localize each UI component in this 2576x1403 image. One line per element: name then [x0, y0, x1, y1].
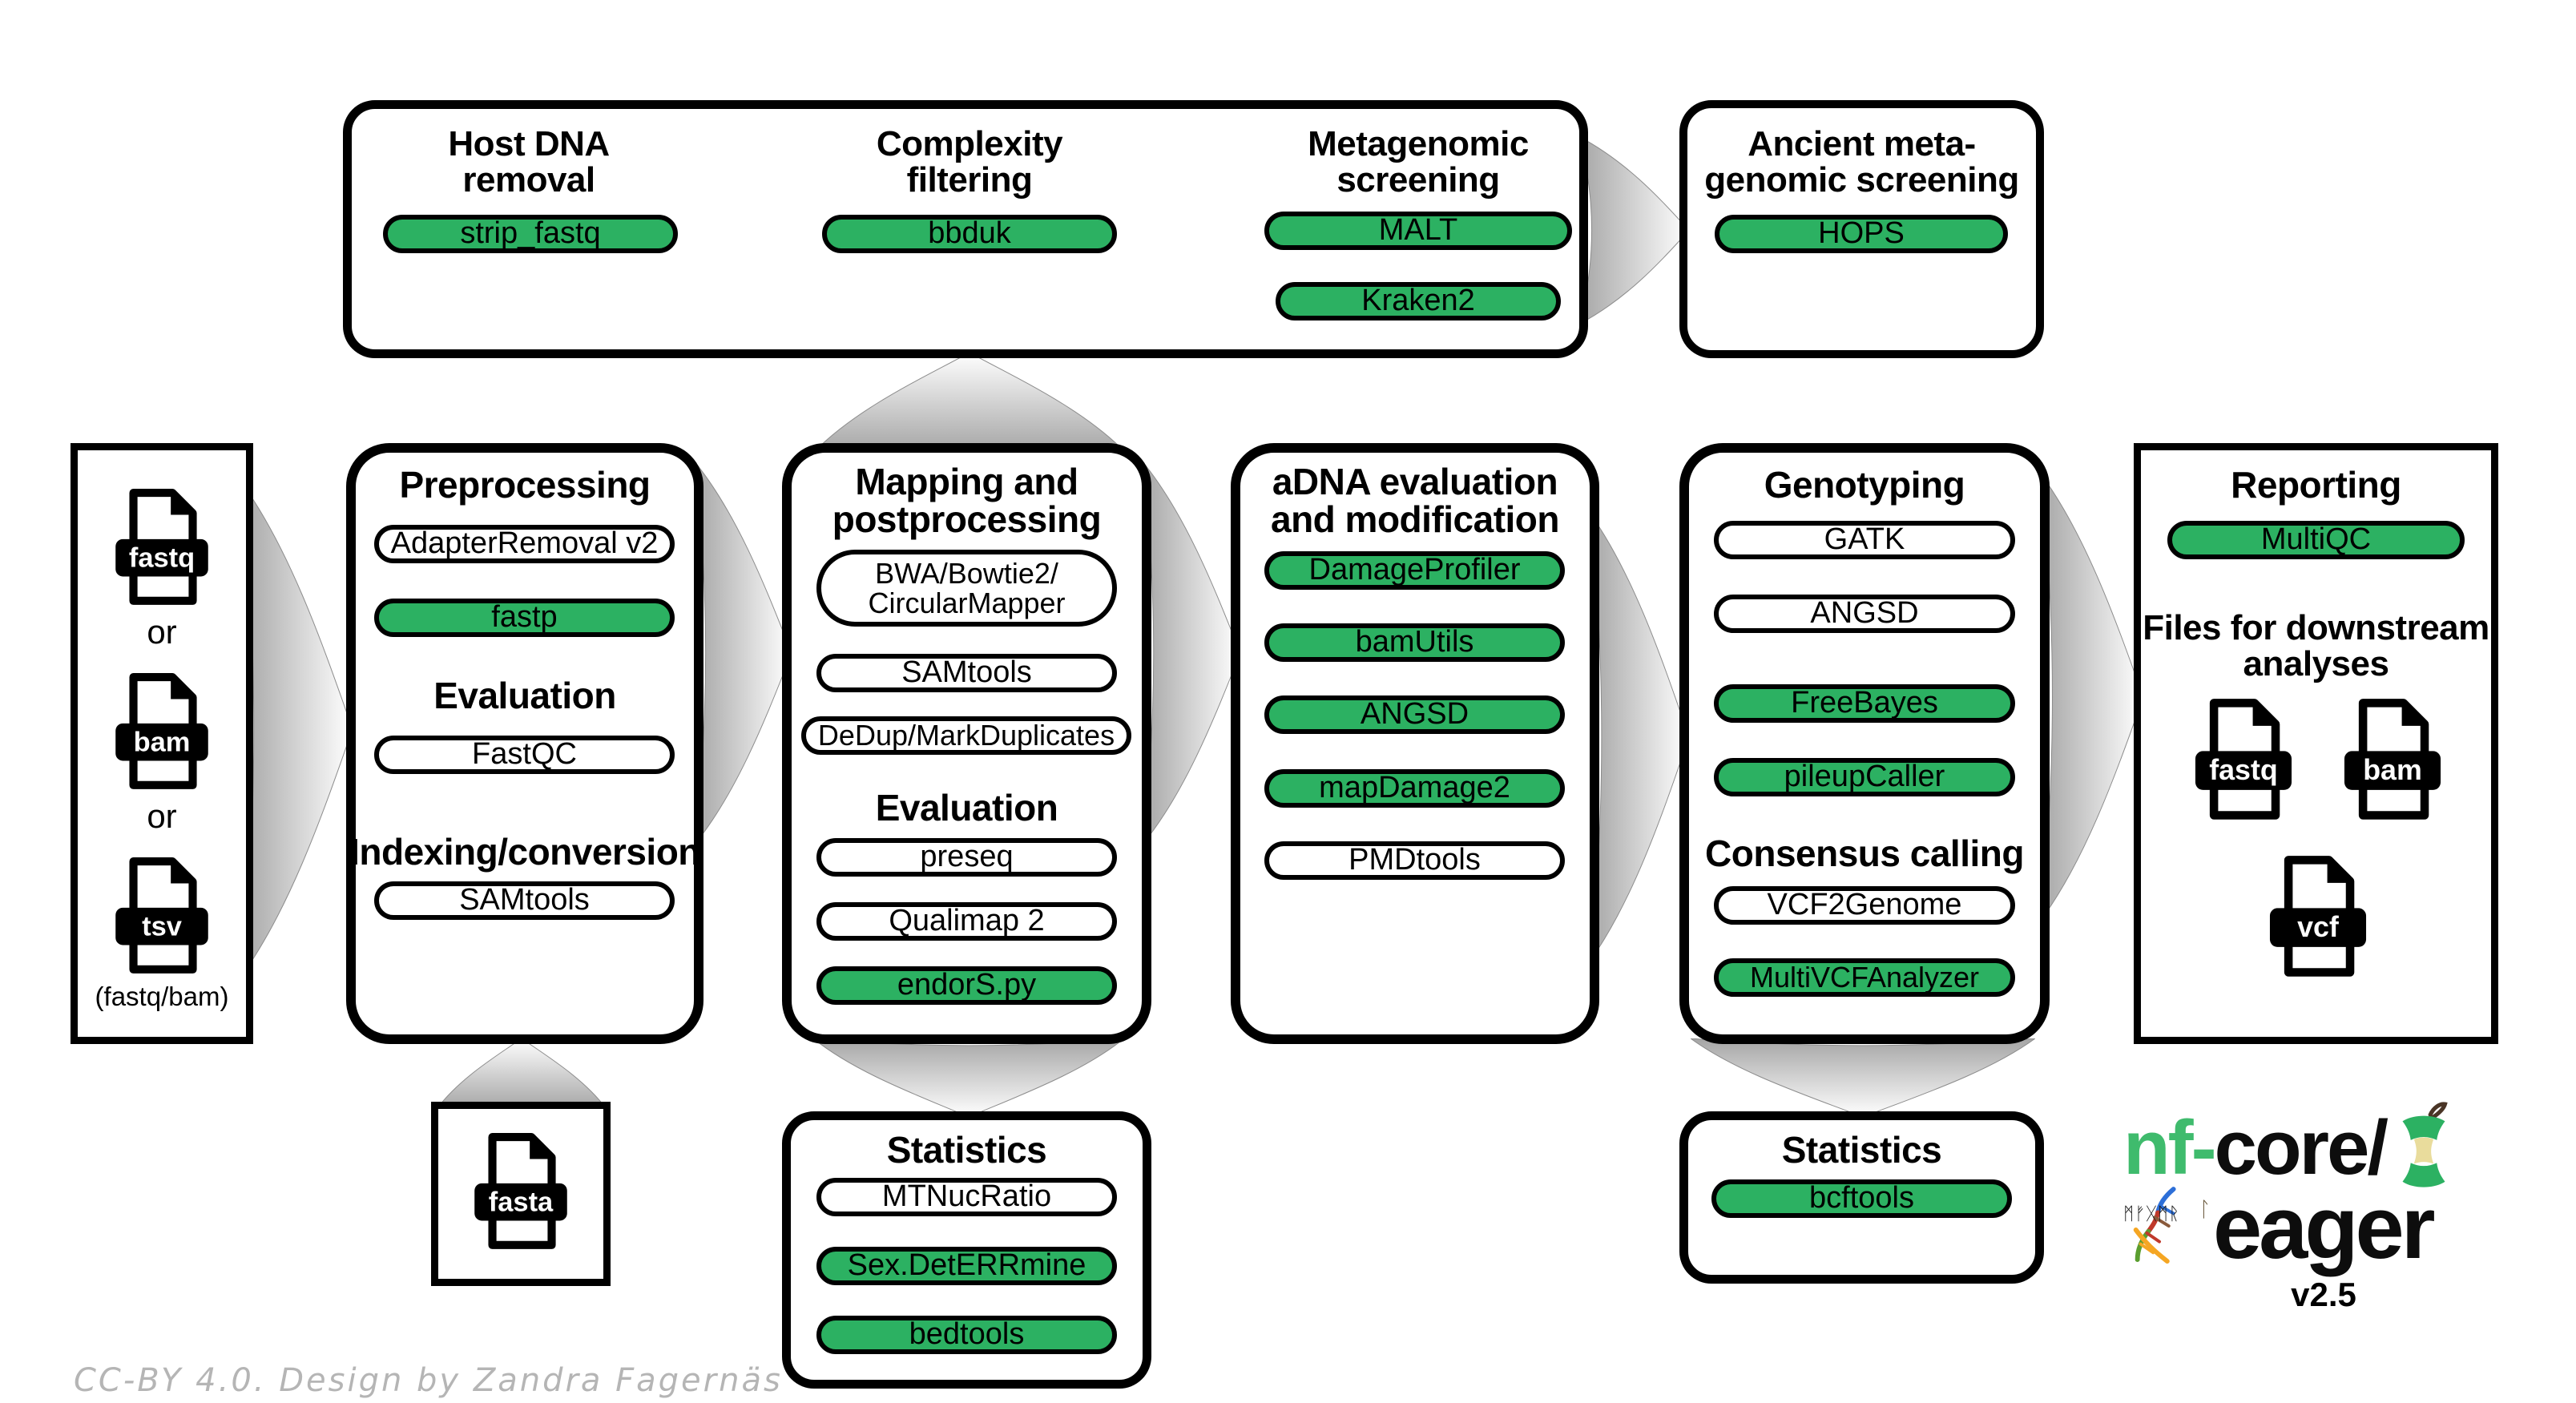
arrow-genotyping-to-reporting	[2040, 473, 2143, 921]
arrow-adna-to-genotyping	[1590, 513, 1689, 962]
metagenomic-screening-title: Metagenomic screening	[1308, 124, 1529, 200]
logo-eager-text: eager	[2213, 1179, 2436, 1277]
indexing-conversion-title: Indexing/conversion	[349, 831, 700, 873]
adna-box	[1231, 443, 1599, 1044]
statistics-mapping-title: Statistics	[886, 1129, 1047, 1171]
arrow-mapping-to-statistics	[813, 1038, 1124, 1117]
or-label-1: or	[147, 613, 177, 651]
license-credit-text: CC-BY 4.0. Design by Zandra Fagernäs	[74, 1362, 783, 1399]
arrow-fasta-to-preprocessing	[437, 1038, 607, 1109]
tool-pill-angsd-genotyping: ANGSD	[1714, 595, 2015, 633]
tool-pill-pmdtools: PMDtools	[1264, 841, 1565, 880]
tool-pill-sex-deterrmine: Sex.DetERRmine	[816, 1247, 1117, 1285]
dna-helix-icon	[2133, 1187, 2176, 1264]
apple-core-icon	[2402, 1102, 2448, 1187]
host-dna-removal-title: Host DNA removal	[448, 124, 610, 200]
tsv-file-icon: tsv	[115, 857, 208, 974]
tool-pill-bwa-bowtie2-circularmapper: BWA/Bowtie2/ CircularMapper	[816, 550, 1117, 627]
mapping-title: Mapping and postprocessing	[832, 461, 1102, 540]
adna-title: aDNA evaluation and modification	[1271, 461, 1560, 540]
ancient-screening-title: Ancient meta- genomic screening	[1704, 124, 2019, 200]
tool-pill-preseq: preseq	[816, 838, 1117, 877]
arrow-preprocessing-to-mapping	[694, 461, 792, 845]
tool-pill-bamutils: bamUtils	[1264, 623, 1565, 662]
tool-pill-vcf2genome: VCF2Genome	[1714, 886, 2015, 925]
tool-pill-damageprofiler: DamageProfiler	[1264, 551, 1565, 590]
arrow-mapping-to-screening	[813, 353, 1126, 453]
arrow-genotyping-to-statistics	[1691, 1038, 2035, 1117]
tool-pill-gatk: GATK	[1714, 521, 2015, 559]
fastq-output-file-icon: fastq	[2195, 699, 2292, 820]
tool-pill-mtnucratio: MTNucRatio	[816, 1178, 1117, 1216]
tool-pill-samtools-prep: SAMtools	[374, 881, 675, 920]
svg-text:fasta: fasta	[489, 1187, 554, 1217]
tool-pill-multivcfanalyzer: MultiVCFAnalyzer	[1714, 958, 2015, 997]
logo-rune-l-text: ᛚ	[2199, 1197, 2211, 1221]
tool-pill-bbduk: bbduk	[822, 215, 1117, 253]
arrow-mapping-to-adna	[1142, 461, 1240, 845]
svg-text:bam: bam	[2363, 754, 2422, 786]
tool-pill-strip-fastq: strip_fastq	[383, 215, 678, 253]
bam-output-file-icon: bam	[2344, 699, 2441, 820]
statistics-genotyping-title: Statistics	[1781, 1129, 1942, 1171]
tool-pill-fastp: fastp	[374, 599, 675, 637]
reporting-title: Reporting	[2231, 464, 2401, 506]
bam-file-icon: bam	[115, 673, 208, 789]
tool-pill-mapdamage2: mapDamage2	[1264, 769, 1565, 808]
tool-pill-fastqc: FastQC	[374, 736, 675, 774]
logo-nf-text: nf-	[2123, 1105, 2217, 1191]
svg-text:vcf: vcf	[2297, 911, 2339, 943]
logo-runes-text: ᛗᚠᚷᛗᚱ	[2123, 1203, 2181, 1224]
complexity-filtering-title: Complexity filtering	[876, 124, 1063, 200]
tool-pill-freebayes: FreeBayes	[1714, 684, 2015, 723]
tool-pill-malt: MALT	[1264, 212, 1572, 250]
vcf-output-file-icon: vcf	[2269, 856, 2367, 977]
tsv-caption: (fastq/bam)	[95, 982, 229, 1011]
arrow-metagenomic-to-ancient	[1578, 136, 1689, 325]
or-label-2: or	[147, 797, 177, 835]
tool-pill-multiqc: MultiQC	[2167, 521, 2465, 559]
tool-pill-dedup-markduplicates: DeDup/MarkDuplicates	[801, 716, 1131, 755]
fastq-file-icon: fastq	[115, 489, 208, 605]
tool-pill-endors-py: endorS.py	[816, 966, 1117, 1005]
svg-text:fastq: fastq	[2209, 754, 2278, 786]
svg-text:fastq: fastq	[129, 542, 195, 573]
fasta-file-icon: fasta	[474, 1133, 567, 1249]
tool-pill-adapterremoval: AdapterRemoval v2	[374, 525, 675, 563]
logo-version-text: v2.5	[2291, 1276, 2356, 1313]
svg-text:bam: bam	[134, 727, 191, 757]
svg-text:tsv: tsv	[142, 911, 182, 941]
tool-pill-angsd-adna: ANGSD	[1264, 695, 1565, 734]
preprocessing-evaluation-title: Evaluation	[433, 675, 616, 716]
tool-pill-bcftools: bcftools	[1711, 1179, 2012, 1218]
genotyping-title: Genotyping	[1764, 464, 1965, 506]
logo-core-text: core/	[2214, 1105, 2389, 1191]
downstream-files-title: Files for downstream analyses	[2143, 608, 2489, 683]
tool-pill-kraken2: Kraken2	[1276, 282, 1561, 321]
tool-pill-pileupcaller: pileupCaller	[1714, 758, 2015, 796]
consensus-calling-title: Consensus calling	[1705, 833, 2024, 874]
tool-pill-hops: HOPS	[1715, 215, 2008, 253]
nf-core-logo: nf- core/	[2123, 1102, 2450, 1191]
mapping-evaluation-title: Evaluation	[875, 787, 1058, 828]
tool-pill-qualimap2: Qualimap 2	[816, 902, 1117, 941]
tool-pill-bedtools: bedtools	[816, 1316, 1117, 1354]
arrow-input-to-preprocessing	[240, 481, 353, 978]
preprocessing-title: Preprocessing	[399, 464, 651, 506]
tool-pill-samtools-mapping: SAMtools	[816, 654, 1117, 692]
